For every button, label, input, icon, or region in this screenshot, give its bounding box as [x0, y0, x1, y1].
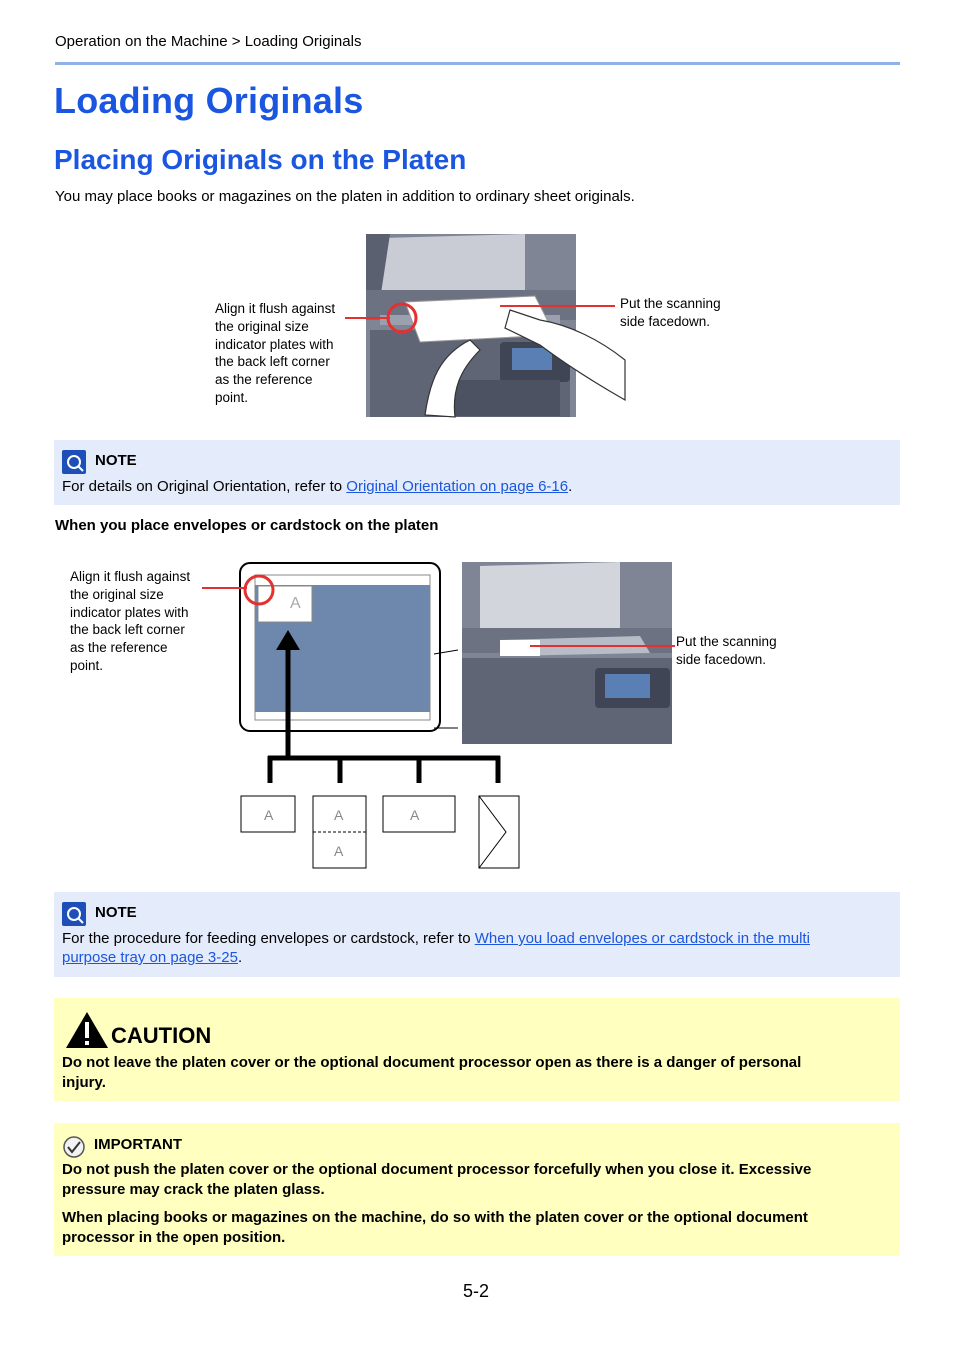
- warning-icon: [66, 1012, 108, 1048]
- note-body: For details on Original Orientation, ref…: [62, 478, 573, 495]
- header-rule: [55, 62, 900, 65]
- figure2-right-callout: Put the scanning side facedown.: [676, 634, 777, 667]
- note-title: NOTE: [95, 904, 137, 921]
- envelope-platen-illustration: A A A A A: [202, 562, 675, 869]
- note-body: For the procedure for feeding envelopes …: [62, 930, 810, 966]
- svg-text:A: A: [290, 595, 301, 612]
- caution-box: CAUTION Do not leave the platen cover or…: [54, 998, 900, 1101]
- important-para-2: When placing books or magazines on the m…: [62, 1209, 808, 1246]
- page-title: Loading Originals: [54, 80, 364, 121]
- checkmark-icon: [63, 1136, 85, 1158]
- figure1-left-callout: Align it flush against the original size…: [215, 301, 336, 405]
- platen-book-illustration: [345, 234, 626, 418]
- important-title: IMPORTANT: [94, 1136, 183, 1153]
- page-number: 5-2: [463, 1281, 490, 1301]
- svg-text:A: A: [334, 843, 344, 859]
- section-title: Placing Originals on the Platen: [54, 144, 467, 175]
- breadcrumb: Operation on the Machine > Loading Origi…: [55, 33, 362, 50]
- note-icon: [62, 450, 86, 474]
- important-para-1: Do not push the platen cover or the opti…: [62, 1161, 812, 1198]
- original-orientation-link[interactable]: Original Orientation on page 6-16: [346, 478, 569, 495]
- figure1-right-callout: Put the scanning side facedown.: [620, 296, 721, 329]
- caution-text: Do not leave the platen cover or the opt…: [62, 1054, 802, 1091]
- note-box-2: NOTE For the procedure for feeding envel…: [54, 892, 900, 977]
- svg-text:A: A: [264, 807, 274, 823]
- important-box: IMPORTANT Do not push the platen cover o…: [54, 1123, 900, 1256]
- caution-title: CAUTION: [111, 1023, 212, 1048]
- svg-text:A: A: [410, 807, 420, 823]
- note-title: NOTE: [95, 452, 137, 469]
- note-box-1: NOTE For details on Original Orientation…: [54, 440, 900, 505]
- figure2-left-callout: Align it flush against the original size…: [70, 569, 191, 673]
- intro-text: You may place books or magazines on the …: [55, 188, 635, 205]
- envelope-procedure-link[interactable]: When you load envelopes or cardstock in …: [474, 930, 810, 947]
- envelope-procedure-link-cont[interactable]: purpose tray on page 3-25: [62, 949, 238, 966]
- svg-text:A: A: [334, 807, 344, 823]
- note-icon: [62, 902, 86, 926]
- subheading: When you place envelopes or cardstock on…: [55, 517, 439, 534]
